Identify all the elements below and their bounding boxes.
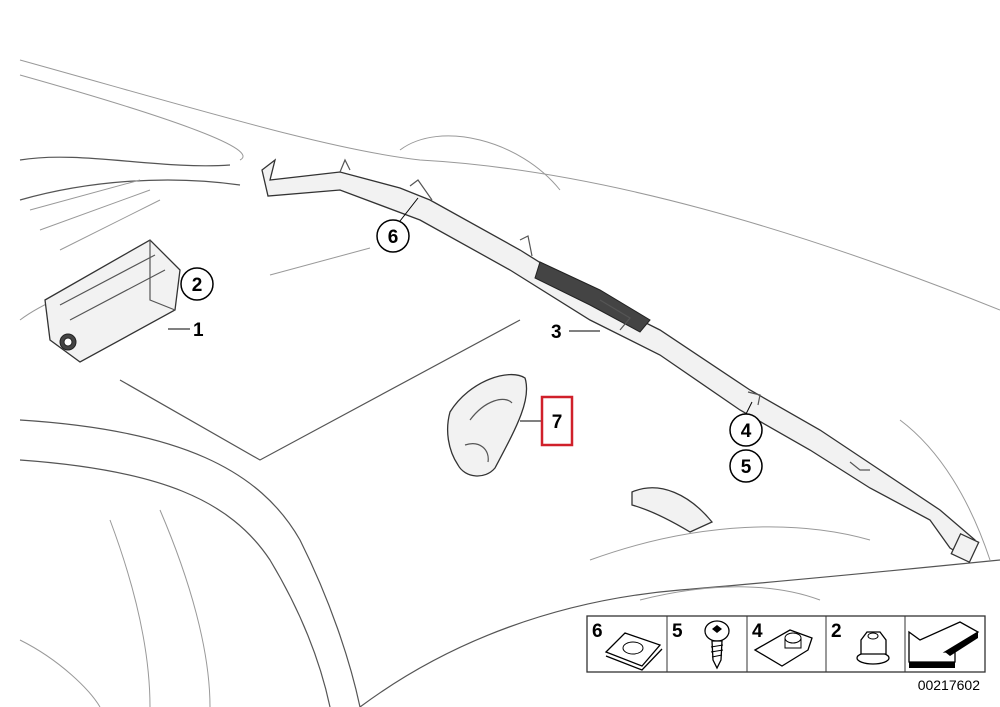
svg-text:1: 1 xyxy=(193,320,204,341)
callout-4: 4 xyxy=(729,401,763,447)
callout-1: 1 xyxy=(168,320,204,341)
diagram-code: 00217602 xyxy=(918,677,981,693)
svg-text:5: 5 xyxy=(741,457,752,478)
svg-text:5: 5 xyxy=(672,621,683,642)
cage-nut-icon xyxy=(753,629,813,667)
hardware-legend: 6 5 4 2 xyxy=(586,615,986,673)
legend-item-6: 6 xyxy=(592,621,663,671)
callout-7-highlighted[interactable]: 7 xyxy=(520,395,574,447)
antenna-fin xyxy=(631,487,714,533)
callout-6: 6 xyxy=(376,197,419,253)
callout-2: 2 xyxy=(180,267,214,301)
callout-5: 5 xyxy=(729,449,763,483)
clip-nut-icon xyxy=(604,632,663,671)
svg-text:3: 3 xyxy=(551,322,562,343)
svg-text:2: 2 xyxy=(831,621,842,642)
svg-text:6: 6 xyxy=(388,227,399,248)
part-7-cover-panel[interactable] xyxy=(447,373,528,477)
hex-flange-nut-icon xyxy=(856,631,890,665)
svg-text:4: 4 xyxy=(752,621,763,642)
svg-text:7: 7 xyxy=(552,412,563,433)
part-1-airbag-module[interactable] xyxy=(44,239,181,363)
legend-item-4: 4 xyxy=(752,621,813,667)
svg-text:4: 4 xyxy=(741,421,752,442)
torx-screw-icon xyxy=(704,620,730,670)
svg-text:2: 2 xyxy=(192,275,203,296)
car-body-outline xyxy=(19,59,1000,707)
legend-item-2: 2 xyxy=(831,621,890,665)
direction-arrow-icon xyxy=(908,621,980,668)
callout-3: 3 xyxy=(551,322,600,343)
legend-item-5: 5 xyxy=(672,620,730,670)
legend-item-direction xyxy=(908,621,980,668)
part-3-curtain-airbag[interactable] xyxy=(261,158,980,564)
svg-text:6: 6 xyxy=(592,621,603,642)
